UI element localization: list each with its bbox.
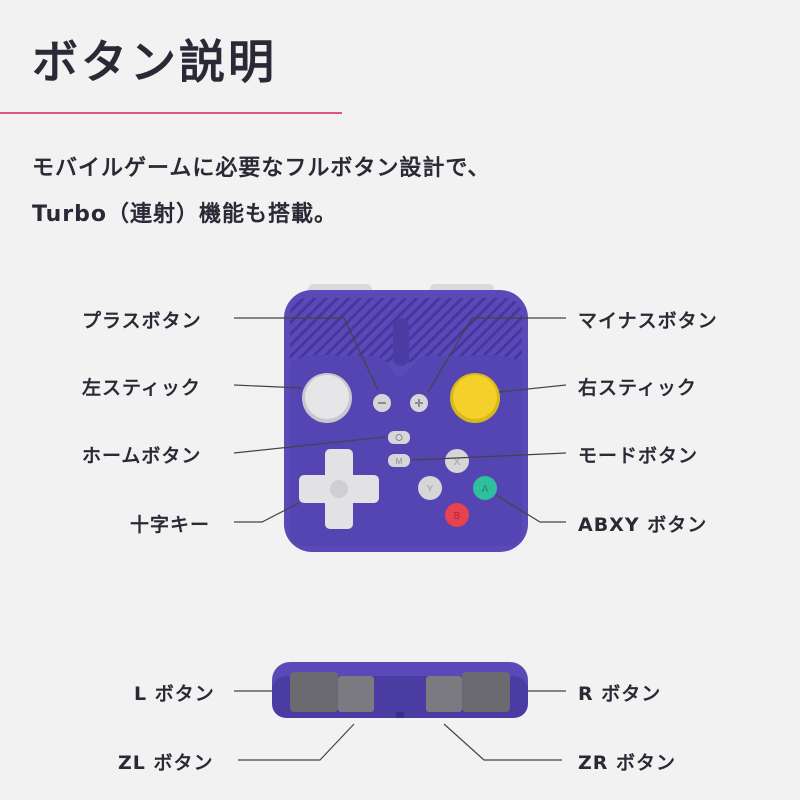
leader-plus — [234, 317, 379, 391]
subtitle-line-1: モバイルゲームに必要なフルボタン設計で、 — [32, 156, 491, 181]
label-home-button: ホームボタン — [82, 445, 202, 467]
label-abxy-buttons: ABXY ボタン — [578, 514, 708, 536]
home-button[interactable] — [388, 431, 410, 444]
r-zr-buttons[interactable] — [426, 672, 510, 712]
leader-dpad — [234, 502, 300, 523]
button-b-letter: B — [454, 511, 461, 522]
leader-zr — [443, 723, 562, 761]
label-plus-button: プラスボタン — [82, 310, 202, 332]
mode-button[interactable] — [388, 454, 410, 467]
leader-mode — [411, 452, 567, 461]
page-title: ボタン説明 — [32, 35, 277, 89]
leader-abxy — [495, 494, 566, 523]
button-y-letter: Y — [427, 484, 434, 495]
label-mode-button: モードボタン — [578, 445, 699, 467]
title-underline — [0, 112, 342, 114]
leader-home — [233, 436, 386, 454]
button-a-letter: A — [482, 484, 489, 495]
label-left-stick: 左スティック — [82, 377, 201, 399]
label-minus-button: マイナスボタン — [578, 310, 718, 332]
leader-zl — [238, 723, 355, 761]
leader-minus — [427, 317, 566, 393]
home-icon — [395, 434, 403, 441]
usb-port — [396, 712, 404, 718]
label-dpad: 十字キー — [130, 514, 211, 536]
left-stick[interactable] — [305, 375, 349, 419]
label-l-button: L ボタン — [134, 683, 215, 705]
l-zl-buttons[interactable] — [290, 672, 374, 712]
button-x[interactable] — [445, 449, 469, 473]
leader-left-stick — [233, 384, 303, 389]
right-stick[interactable] — [453, 375, 497, 419]
label-right-stick: 右スティック — [578, 377, 697, 399]
minus-icon — [378, 402, 386, 404]
label-r-button: R ボタン — [578, 683, 662, 705]
label-zl-button: ZL ボタン — [118, 752, 214, 774]
button-b[interactable] — [445, 503, 469, 527]
button-y[interactable] — [418, 476, 442, 500]
dpad[interactable] — [299, 449, 379, 529]
leader-right-stick — [498, 384, 567, 393]
mode-button-letter: M — [396, 457, 403, 466]
label-zr-button: ZR ボタン — [578, 752, 677, 774]
button-x-letter: X — [454, 457, 461, 468]
center-slider — [393, 318, 409, 366]
subtitle-line-2: Turbo（連射）機能も搭載。 — [32, 202, 337, 227]
button-a[interactable] — [473, 476, 497, 500]
plus-icon — [415, 399, 423, 407]
